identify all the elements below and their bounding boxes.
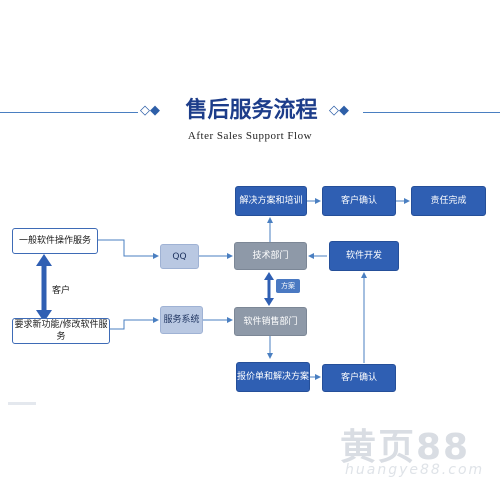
- watermark-logo: 黄页88: [340, 427, 471, 468]
- node-tech-dept: 技术部门: [234, 242, 307, 270]
- node-customer-confirm-top: 客户确认: [322, 186, 396, 216]
- node-qq: QQ: [160, 244, 199, 269]
- faint-mark: [8, 402, 36, 405]
- node-software-dev: 软件开发: [329, 241, 399, 271]
- page-title: 售后服务流程: [185, 98, 318, 123]
- node-customer-confirm-bottom: 客户确认: [322, 364, 396, 392]
- edge-general-to-qq: [98, 239, 159, 259]
- title-ornament-right: ◇◆: [329, 103, 349, 118]
- customer-double-arrow: [36, 254, 52, 322]
- node-service-system: 服务系统: [160, 306, 203, 334]
- page-subtitle: After Sales Support Flow: [187, 130, 313, 142]
- node-solution-training: 解决方案和培训: [235, 186, 307, 216]
- title-rule-left: [0, 112, 138, 113]
- node-new-feature-service: 要求新功能/修改软件服务: [12, 318, 110, 344]
- tech-sales-double-arrow: [264, 272, 274, 306]
- node-responsibility-complete: 责任完成: [411, 186, 486, 216]
- watermark-url: huangye88.com: [345, 462, 485, 478]
- node-general-software-service: 一般软件操作服务: [12, 228, 98, 254]
- node-sales-dept: 软件销售部门: [234, 307, 307, 336]
- node-quote-solution: 报价单和解决方案: [236, 362, 310, 392]
- title-rule-right: [363, 112, 500, 113]
- plan-tag: 方案: [276, 279, 300, 293]
- customer-label: 客户: [52, 286, 71, 296]
- title-ornament-left: ◇◆: [140, 103, 160, 118]
- edge-new-to-service: [110, 317, 159, 330]
